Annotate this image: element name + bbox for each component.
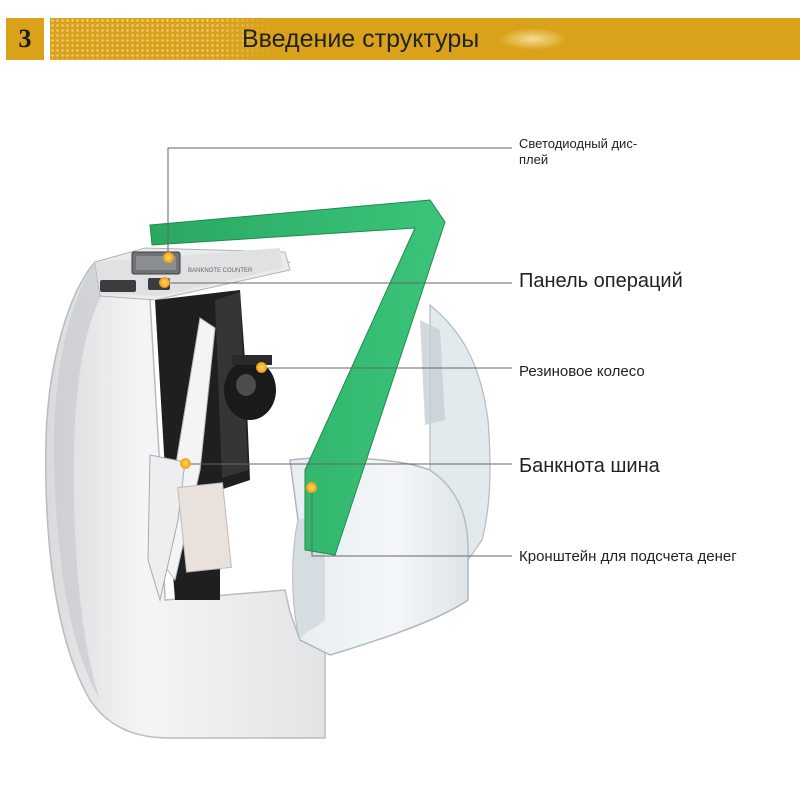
panel-print: BANKNOTE COUNTER — [188, 268, 253, 274]
marker-counting-bracket — [306, 482, 317, 493]
title-bar — [50, 18, 800, 60]
rubber-wheel-hub — [236, 374, 256, 396]
rubber-wheel-axle — [232, 355, 272, 365]
marker-rubber-wheel — [256, 362, 267, 373]
green-banknote-rail — [149, 199, 446, 556]
label-rubber-wheel: Резиновое колесо — [519, 363, 645, 380]
leader-led-display — [167, 147, 512, 258]
tray-back-wall — [429, 303, 491, 563]
device-side-shell — [53, 262, 121, 700]
leader-counting-bracket — [311, 488, 512, 557]
count-button — [100, 280, 136, 292]
title-glow-decoration — [498, 28, 568, 50]
label-led-display-line2: плей — [519, 152, 549, 167]
label-counting-bracket: Кронштейн для подсчета денег — [519, 548, 737, 565]
label-operation-panel: Панель операций — [519, 270, 683, 292]
marker-led-display — [163, 252, 174, 263]
flap-joint — [147, 454, 186, 602]
device-body — [45, 261, 326, 739]
label-led-display-line1: Светодиодный дис- — [519, 136, 638, 151]
leader-lines — [165, 147, 512, 557]
marker-operation-panel — [159, 277, 170, 288]
tray-rear-slot — [420, 320, 445, 425]
label-led-display: Светодиодный дис- плей — [519, 136, 637, 168]
section-title: Введение структуры — [242, 25, 480, 53]
section-number: 3 — [6, 18, 44, 60]
section-header: 3 Введение структуры — [0, 18, 800, 60]
marker-banknote-rail — [180, 458, 191, 469]
inner-banknote — [177, 482, 232, 573]
label-banknote-rail: Банкнота шина — [519, 455, 660, 477]
